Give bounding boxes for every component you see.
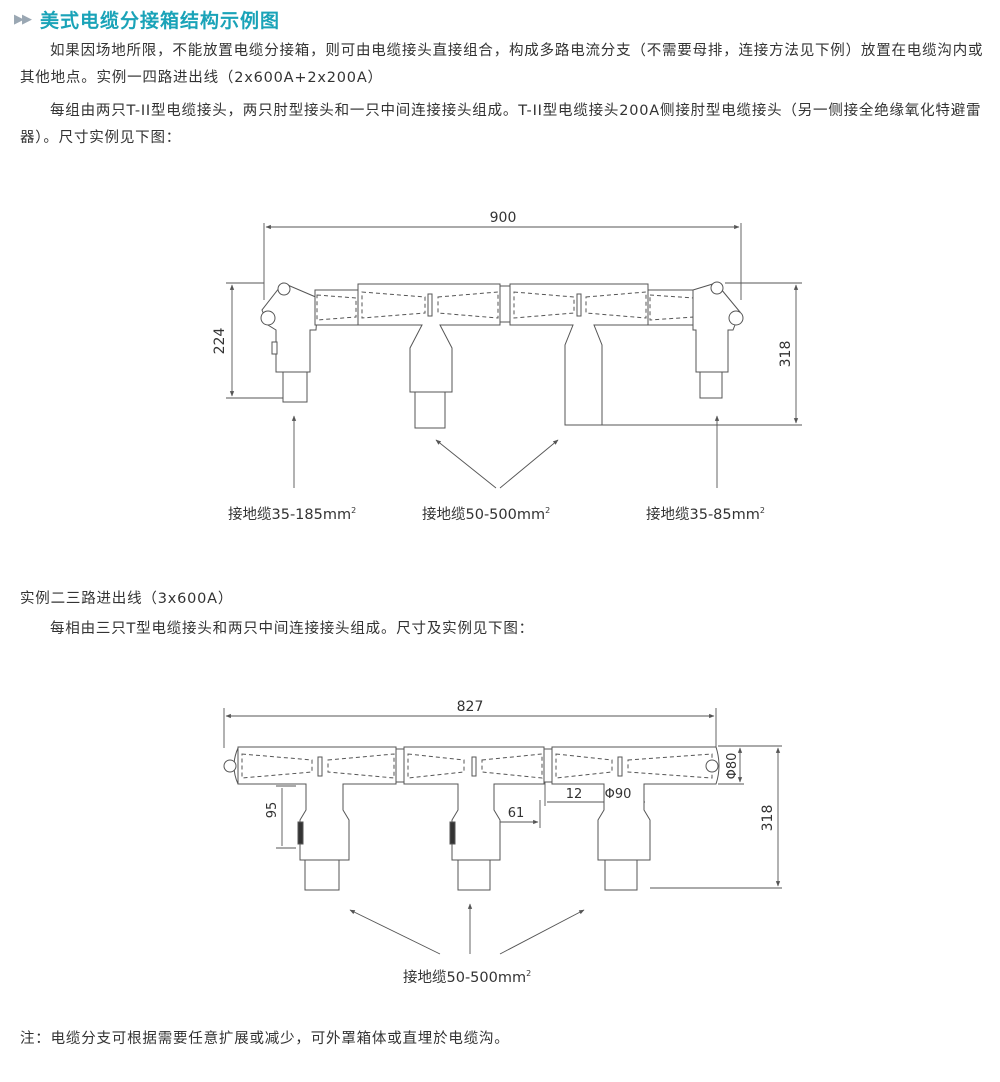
dim-900-label: 900 [490, 210, 517, 226]
footnote: 注：电缆分支可根据需要任意扩展或减少，可外罩箱体或直埋於电缆沟。 [20, 1031, 510, 1047]
t-connector-a [237, 746, 397, 891]
dim-827-label: 827 [457, 699, 484, 715]
connector-segment-2 [647, 289, 697, 326]
middle-joint-b [543, 748, 553, 783]
pointer-arrow-2-left [349, 909, 441, 955]
pointer-arrow-2-right [499, 909, 585, 955]
middle-joint-a [395, 748, 405, 783]
example2-paragraph: 每相由三只T型电缆接头和两只中间连接接头组成。尺寸及实例见下图： [50, 621, 534, 637]
connector-segment-1 [314, 289, 359, 326]
ground-cable-label-2: 接地缆50-500mm2 [403, 969, 531, 986]
example2-heading: 实例二三路进出线（3x600A） [20, 591, 234, 607]
end-cap-right [705, 759, 719, 773]
intro-paragraph-1: 如果因场地所限，不能放置电缆分接箱，则可由电缆接头直接组合，构成多路电流分支（不… [20, 43, 984, 86]
page-title: 美式电缆分接箱结构示例图 [40, 9, 281, 32]
ground-cable-label-left: 接地缆35-185mm2 [228, 506, 356, 523]
intro-paragraph-2: 每组由两只T-II型电缆接头，两只肘型接头和一只中间连接接头组成。T-II型电缆… [20, 103, 982, 146]
pointer-arrow-mid-left [435, 439, 497, 489]
dim-phi80-label: Φ80 [725, 753, 740, 780]
ground-cable-label-right: 接地缆35-85mm2 [646, 506, 765, 523]
dim-224-label: 224 [212, 328, 228, 355]
t-connector-1 [357, 283, 501, 429]
middle-joint [499, 285, 511, 323]
t-connector-c [551, 746, 720, 891]
dim-phi90-label: Φ90 [605, 787, 632, 802]
dim-61-label: 61 [508, 806, 525, 821]
dim-318b-label: 318 [760, 805, 776, 832]
diagram-three-way: 827 Φ80 318 95 61 12 Φ90 接地缆50-500mm2 [223, 699, 782, 986]
pointer-arrow-mid-right [499, 439, 559, 489]
ground-cable-label-mid: 接地缆50-500mm2 [422, 506, 550, 523]
double-arrow-icon: ▶▶ [14, 11, 32, 27]
elbow-connector-right [692, 281, 744, 399]
diagram-four-way: 900 224 318 接地缆35-185mm2 接地缆50-500mm2 接地… [212, 210, 802, 523]
t-connector-2 [509, 283, 649, 426]
section-title: ▶▶ 美式电缆分接箱结构示例图 [14, 6, 280, 32]
dim-318-label: 318 [778, 341, 794, 368]
dim-95-label: 95 [265, 802, 280, 819]
t-connector-b [403, 746, 545, 891]
dim-12-label: 12 [566, 787, 583, 802]
elbow-connector-left [260, 282, 319, 403]
